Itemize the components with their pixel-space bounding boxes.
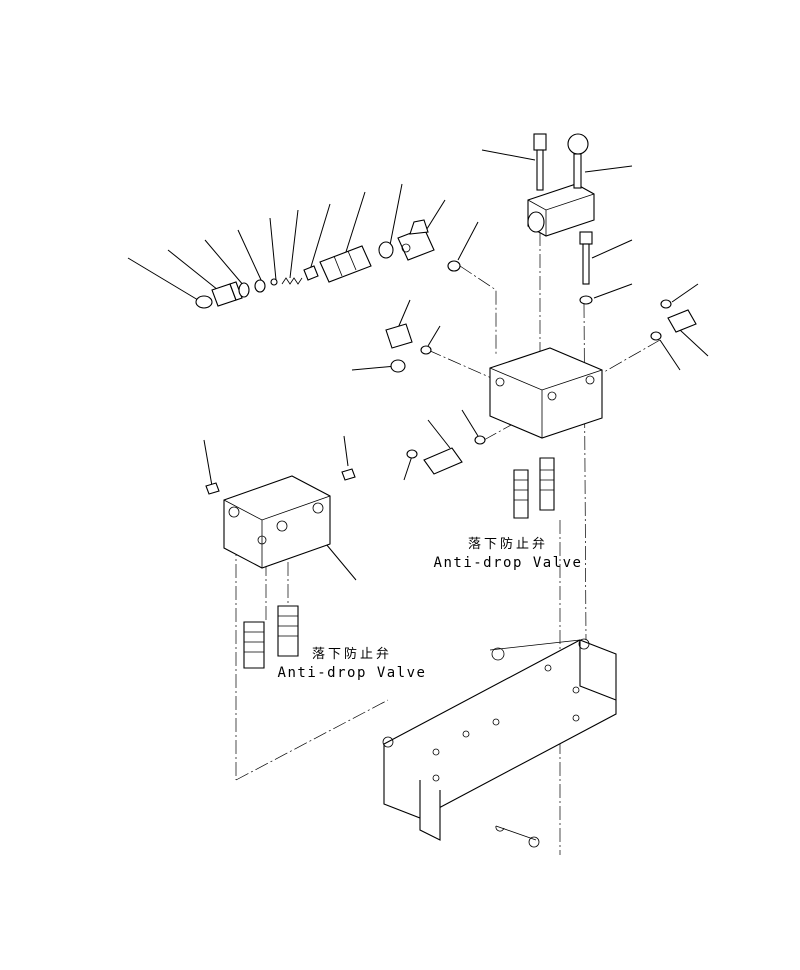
poppet-icon: [303, 265, 319, 281]
right-fitting: [650, 299, 697, 341]
lower-valve-block: [205, 468, 356, 669]
ball-icon: [270, 278, 278, 286]
lever-knob-icon: [567, 133, 589, 155]
upper-valve-block: [489, 347, 603, 519]
spring-icon: [281, 277, 303, 285]
bolt-icon: [533, 133, 547, 151]
label-en: Anti-drop Valve: [277, 665, 427, 681]
adapter-fitting-icon: [211, 281, 243, 307]
mounting-bracket: [382, 638, 617, 848]
anti-drop-valve-label-top: 落下防止弁 Anti-drop Valve: [428, 536, 588, 572]
o-ring-icon: [420, 345, 432, 355]
plug-icon: [341, 468, 356, 481]
o-ring-icon: [195, 295, 213, 309]
tee-fitting-icon: [397, 219, 435, 261]
relief-cartridge-icon: [539, 457, 555, 511]
o-ring-icon: [406, 449, 418, 459]
middle-fittings: [385, 323, 486, 475]
fitting-chain: [195, 219, 461, 309]
label-cn: 落下防止弁: [467, 537, 548, 552]
o-ring-icon: [390, 359, 406, 373]
relief-cartridge-icon: [243, 621, 265, 669]
check-valve-body-icon: [319, 245, 372, 283]
o-ring-icon: [650, 331, 662, 341]
washer-icon: [579, 295, 593, 305]
elbow-fitting-icon: [667, 309, 697, 333]
long-bolt-icon: [579, 231, 593, 245]
selector-valve: [527, 133, 595, 305]
o-ring-icon: [474, 435, 486, 445]
leader-lines: [127, 149, 709, 581]
adapter-fitting-icon: [385, 323, 413, 349]
relief-cartridge-icon: [513, 469, 529, 519]
snap-ring-icon: [254, 279, 266, 293]
anti-drop-valve-label-bottom: 落下防止弁 Anti-drop Valve: [272, 646, 432, 682]
o-ring-icon: [447, 260, 461, 272]
plug-icon: [205, 482, 220, 495]
elbow-fitting-icon: [423, 447, 463, 475]
label-cn: 落下防止弁: [311, 647, 392, 662]
o-ring-icon: [238, 282, 250, 298]
o-ring-icon: [660, 299, 672, 309]
o-ring-icon: [378, 241, 394, 259]
label-en: Anti-drop Valve: [433, 555, 583, 571]
relief-cartridge-icon: [277, 605, 299, 657]
